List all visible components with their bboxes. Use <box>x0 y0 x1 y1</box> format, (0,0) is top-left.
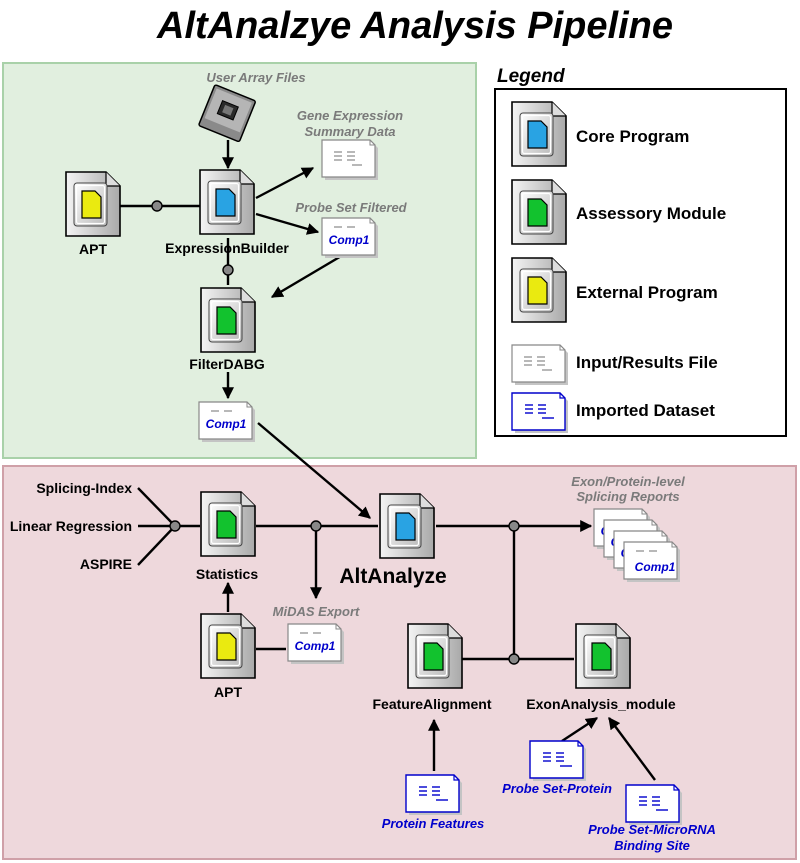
altanalyze-label: AltAnalyze <box>339 565 446 588</box>
exon-reports-label-2: Splicing Reports <box>576 489 679 504</box>
core-color <box>527 120 548 149</box>
protein-features-label: Protein Features <box>382 816 485 831</box>
apt-top-icon <box>65 171 121 237</box>
probe-set-filtered-file-icon: Comp1 <box>321 217 379 259</box>
midas-export-label: MiDAS Export <box>273 604 360 619</box>
splicing-index-label: Splicing-Index <box>36 480 132 496</box>
legend-accessory-icon <box>511 179 567 245</box>
apt-bottom-icon <box>200 613 256 679</box>
junction-node <box>151 200 163 212</box>
exon-reports-label-1: Exon/Protein-level <box>571 474 685 489</box>
exon-analysis-label: ExonAnalysis_module <box>526 696 676 712</box>
report-file-label: Comp1 <box>635 560 676 574</box>
statistics-icon <box>200 491 256 557</box>
legend-imported-icon <box>511 392 569 434</box>
legend: Legend Core Program Assessory Module Ext… <box>494 66 787 437</box>
gene-expression-label-1: Gene Expression <box>297 108 403 123</box>
probe-set-microrna-file-icon <box>625 784 683 826</box>
probe-set-microrna-label-1: Probe Set-MicroRNA <box>588 822 716 837</box>
expression-builder-icon <box>199 169 255 235</box>
aspire-label: ASPIRE <box>80 556 132 572</box>
legend-file-icon <box>511 344 569 386</box>
midas-export-file-label: Comp1 <box>295 639 336 653</box>
apt-bottom-label: APT <box>214 684 242 700</box>
probe-set-filtered-label: Probe Set Filtered <box>295 200 407 215</box>
filter-dabg-label: FilterDABG <box>189 356 265 372</box>
legend-accessory-label: Assessory Module <box>576 204 726 223</box>
expression-builder-label: ExpressionBuilder <box>165 240 289 256</box>
legend-external-icon <box>511 257 567 323</box>
legend-imported-label: Imported Dataset <box>576 401 715 420</box>
probe-set-filtered-file-label: Comp1 <box>329 233 370 247</box>
protein-features-file-icon <box>405 774 463 816</box>
altanalyze-icon <box>379 493 435 559</box>
legend-title: Legend <box>497 66 565 87</box>
legend-file-label: Input/Results File <box>576 353 718 372</box>
exon-analysis-icon <box>575 623 631 689</box>
junction-node <box>222 264 234 276</box>
gene-expression-label-2: Summary Data <box>304 124 395 139</box>
feature-alignment-label: FeatureAlignment <box>372 696 491 712</box>
filter-dabg-file-icon: Comp1 <box>198 401 256 443</box>
junction-node <box>508 520 520 532</box>
junction-node <box>310 520 322 532</box>
probe-set-protein-file-icon <box>529 740 587 782</box>
probe-set-protein-label: Probe Set-Protein <box>502 781 612 796</box>
filter-dabg-file-label: Comp1 <box>206 417 247 431</box>
junction-node <box>508 653 520 665</box>
statistics-label: Statistics <box>196 566 258 582</box>
feature-alignment-icon <box>407 623 463 689</box>
user-array-files-label: User Array Files <box>206 70 305 85</box>
midas-export-file-icon: Comp1 <box>287 623 345 665</box>
legend-external-label: External Program <box>576 283 718 302</box>
apt-top-label: APT <box>79 241 107 257</box>
gene-expression-file-icon <box>321 139 379 181</box>
filter-dabg-icon <box>200 287 256 353</box>
linear-regression-label: Linear Regression <box>10 518 132 534</box>
legend-core-icon <box>511 101 567 167</box>
exon-reports-file-stack: Comp1 Comp1 Comp1 Comp1 <box>593 508 681 583</box>
diagram-title: AltAnalzye Analysis Pipeline <box>156 5 673 47</box>
user-array-files-icon <box>198 84 256 143</box>
probe-set-microrna-label-2: Binding Site <box>614 838 690 853</box>
legend-core-label: Core Program <box>576 127 689 146</box>
junction-node <box>169 520 181 532</box>
